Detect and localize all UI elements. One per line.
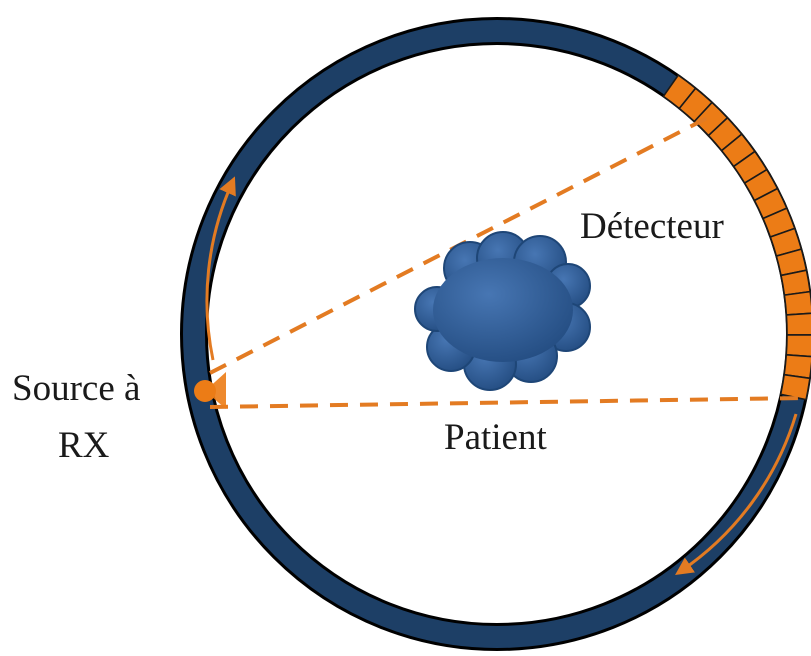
patient-shape [414, 231, 591, 391]
rotation-arrow-left [205, 176, 236, 361]
beam-lower-edge [209, 396, 804, 409]
source-label-rx: RX [58, 425, 110, 466]
detector-element [783, 290, 811, 316]
detector-array [662, 74, 811, 401]
rotation-arrow-right [675, 413, 798, 576]
detector-element [785, 334, 811, 358]
patient-label: Patient [444, 417, 547, 458]
detector-element [779, 373, 811, 401]
source-fan-wedge [205, 372, 226, 409]
source-label: Source à [12, 368, 141, 409]
detector-element [785, 312, 811, 336]
detector-label: Détecteur [580, 206, 724, 247]
detector-element [780, 269, 811, 297]
